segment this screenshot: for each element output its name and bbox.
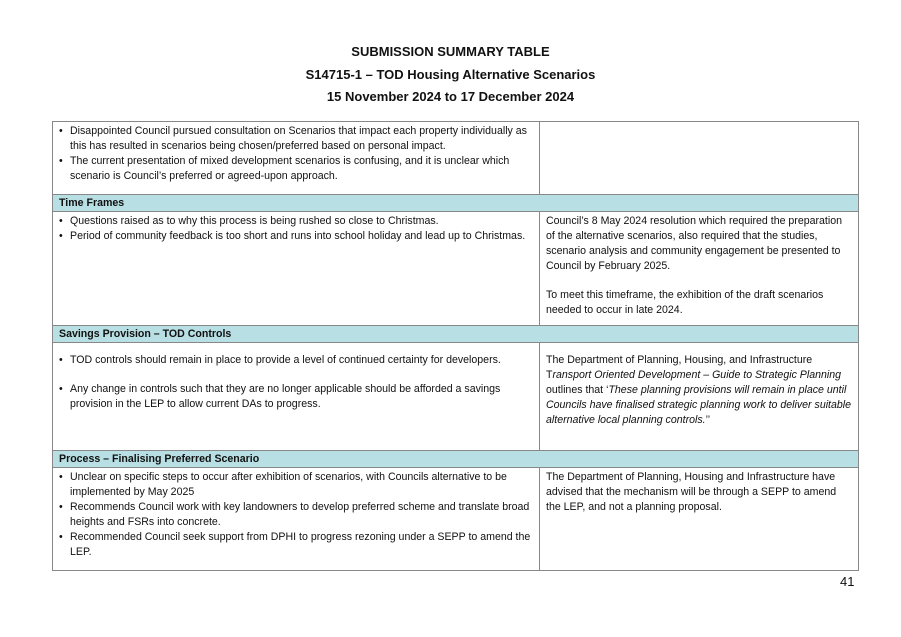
list-item: Any change in controls such that they ar… xyxy=(59,382,533,412)
list-item: Recommends Council work with key landown… xyxy=(59,500,533,530)
list-item: The current presentation of mixed develo… xyxy=(59,154,533,184)
issues-cell: TOD controls should remain in place to p… xyxy=(52,342,540,451)
list-item: TOD controls should remain in place to p… xyxy=(59,353,533,368)
response-part: ’’ xyxy=(705,414,711,426)
response-text: Council’s 8 May 2024 resolution which re… xyxy=(546,215,843,272)
response-part: The Department of Planning, Housing, and… xyxy=(546,354,813,381)
table-row: TOD controls should remain in place to p… xyxy=(52,342,859,451)
response-cell xyxy=(539,121,859,195)
list-item: Unclear on specific steps to occur after… xyxy=(59,470,533,500)
section-header: Savings Provision – TOD Controls xyxy=(52,325,859,343)
response-text: The Department of Planning, Housing, and… xyxy=(546,353,852,428)
list-item: Questions raised as to why this process … xyxy=(59,214,533,229)
issues-cell: Disappointed Council pursued consultatio… xyxy=(52,121,540,195)
list-item: Recommended Council seek support from DP… xyxy=(59,530,533,560)
response-text: The Department of Planning, Housing and … xyxy=(546,471,837,513)
document-title: SUBMISSION SUMMARY TABLE xyxy=(351,44,550,59)
table-row: Disappointed Council pursued consultatio… xyxy=(52,121,859,195)
table-row: Questions raised as to why this process … xyxy=(52,211,859,326)
issues-cell: Unclear on specific steps to occur after… xyxy=(52,467,540,571)
response-cell: The Department of Planning, Housing and … xyxy=(539,467,859,571)
response-cell: Council’s 8 May 2024 resolution which re… xyxy=(539,211,859,326)
section-header: Process – Finalising Preferred Scenario xyxy=(52,450,859,468)
section-heading: Time Frames xyxy=(52,194,859,212)
page-number: 41 xyxy=(840,574,855,589)
guide-title: ransport Oriented Development – Guide to… xyxy=(552,369,842,381)
response-part: outlines that ‘ xyxy=(546,384,609,396)
response-text: To meet this timeframe, the exhibition o… xyxy=(546,289,824,316)
table-row: Unclear on specific steps to occur after… xyxy=(52,467,859,571)
list-item: Period of community feedback is too shor… xyxy=(59,229,533,244)
document-subtitle: S14715-1 – TOD Housing Alternative Scena… xyxy=(305,67,596,82)
document-dates: 15 November 2024 to 17 December 2024 xyxy=(326,89,575,104)
section-heading: Savings Provision – TOD Controls xyxy=(52,325,859,343)
quote-text: These planning provisions will remain in… xyxy=(546,384,852,426)
section-heading: Process – Finalising Preferred Scenario xyxy=(52,450,859,468)
response-cell: The Department of Planning, Housing, and… xyxy=(539,342,859,451)
submission-summary-table: Disappointed Council pursued consultatio… xyxy=(52,121,859,571)
issues-cell: Questions raised as to why this process … xyxy=(52,211,540,326)
list-item: Disappointed Council pursued consultatio… xyxy=(59,124,533,154)
section-header: Time Frames xyxy=(52,194,859,212)
